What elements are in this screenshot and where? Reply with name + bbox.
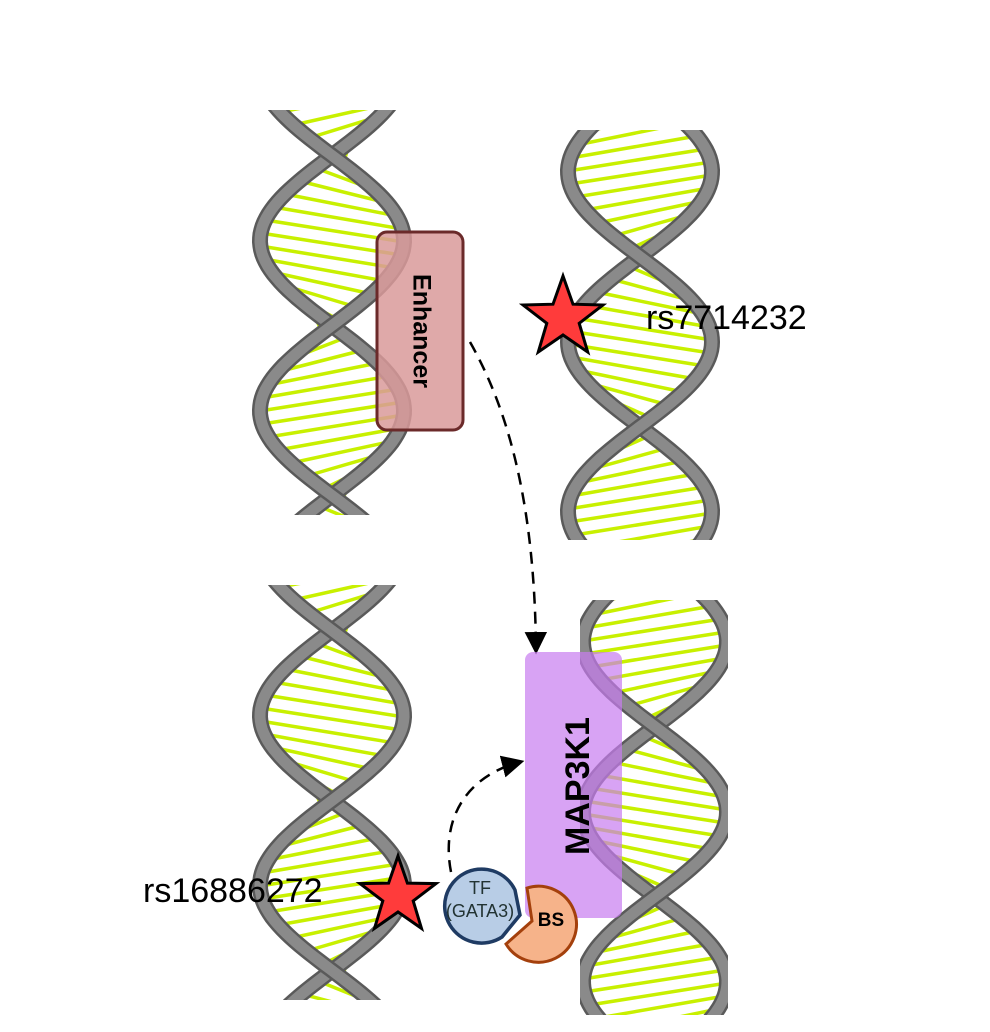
base-pair <box>258 862 401 888</box>
snp-star-top-icon <box>518 271 608 356</box>
base-pair <box>283 192 399 218</box>
base-pair <box>316 504 346 515</box>
base-pair <box>576 459 685 485</box>
base-pair <box>609 760 720 786</box>
base-pair <box>297 179 390 205</box>
base-pair <box>276 426 403 452</box>
base-pair <box>566 147 708 173</box>
base-pair <box>596 199 704 225</box>
base-pair <box>302 519 386 541</box>
base-pair <box>266 836 380 862</box>
dna-helix-bottom-left <box>251 585 413 1032</box>
base-pair <box>575 368 685 394</box>
base-pair <box>584 942 712 968</box>
base-pair <box>573 173 714 199</box>
map3k1-gene-box: MAP3K1 <box>525 652 622 918</box>
binding-site: BS <box>504 884 578 964</box>
base-pair <box>581 617 723 643</box>
tf-label: TF <box>469 878 491 898</box>
base-pair <box>266 361 380 387</box>
enhancer-label: Enhancer <box>407 274 435 388</box>
base-pair <box>258 387 401 413</box>
base-pair <box>599 600 616 604</box>
base-pair <box>566 485 707 511</box>
base-pair <box>287 1007 395 1029</box>
enhancer-to-gene-arrow <box>468 341 548 655</box>
base-pair <box>262 732 387 758</box>
base-pair <box>260 849 392 875</box>
base-pair <box>291 110 369 127</box>
base-pair <box>260 875 405 901</box>
base-pair <box>605 994 727 1015</box>
base-pair <box>574 130 660 147</box>
base-pair <box>569 355 698 381</box>
base-pair <box>566 342 707 368</box>
base-pair <box>568 160 713 186</box>
base-pair <box>270 745 374 771</box>
base-pair <box>260 374 392 400</box>
gene-label: MAP3K1 <box>559 717 597 855</box>
tf-to-gene-arrow <box>447 755 525 873</box>
base-pair <box>289 439 395 465</box>
base-pair <box>611 669 719 695</box>
base-pair <box>567 329 713 355</box>
snp-star-bottom-icon <box>355 851 441 933</box>
base-pair <box>582 968 728 994</box>
base-pair <box>583 604 714 630</box>
base-pair <box>258 706 404 732</box>
base-pair <box>568 134 699 160</box>
base-pairs <box>566 130 714 574</box>
enhancer-box: Enhancer <box>375 230 465 432</box>
base-pair <box>611 552 693 574</box>
base-pair <box>582 303 712 329</box>
base-pair <box>287 532 395 554</box>
base-pair <box>271 205 405 231</box>
base-pair <box>680 1007 720 1015</box>
tf-gata3-label: (GATA3) <box>446 901 514 921</box>
base-pair <box>263 693 406 719</box>
base-pair <box>589 600 675 617</box>
base-pair <box>275 1020 402 1032</box>
base-pair <box>594 290 705 316</box>
base-pair <box>278 585 301 589</box>
dna-backbone-b <box>580 600 728 1015</box>
base-pair <box>297 654 390 680</box>
base-pair <box>258 244 397 270</box>
dna-backbone-b <box>254 110 410 515</box>
base-pair <box>258 719 397 745</box>
base-pair <box>283 667 399 693</box>
base-pair <box>583 630 728 656</box>
snp-label-bottom: rs16886272 <box>143 872 323 910</box>
base-pair <box>300 992 332 1000</box>
base-pair <box>569 472 697 498</box>
dna-backbone-b <box>254 585 410 1000</box>
snp-label-top: rs7714232 <box>646 299 807 337</box>
transcription-factor: TF (GATA3) <box>442 867 522 945</box>
base-pair <box>583 186 711 212</box>
base-pair <box>291 585 369 602</box>
base-pair <box>271 680 405 706</box>
base-pair <box>584 130 601 134</box>
base-pair <box>262 257 387 283</box>
base-pair <box>581 955 722 981</box>
base-pair <box>572 511 714 537</box>
base-pair <box>689 537 705 540</box>
base-pair <box>573 316 714 342</box>
base-pair <box>626 1022 708 1032</box>
base-pair <box>270 270 374 296</box>
base-pair <box>278 110 301 114</box>
dna-backbone-b <box>562 130 718 540</box>
base-pair <box>619 524 712 540</box>
binding-site-label: BS <box>538 910 564 931</box>
base-pair <box>567 498 713 524</box>
base-pair <box>587 981 728 1007</box>
base-pair <box>591 929 700 955</box>
